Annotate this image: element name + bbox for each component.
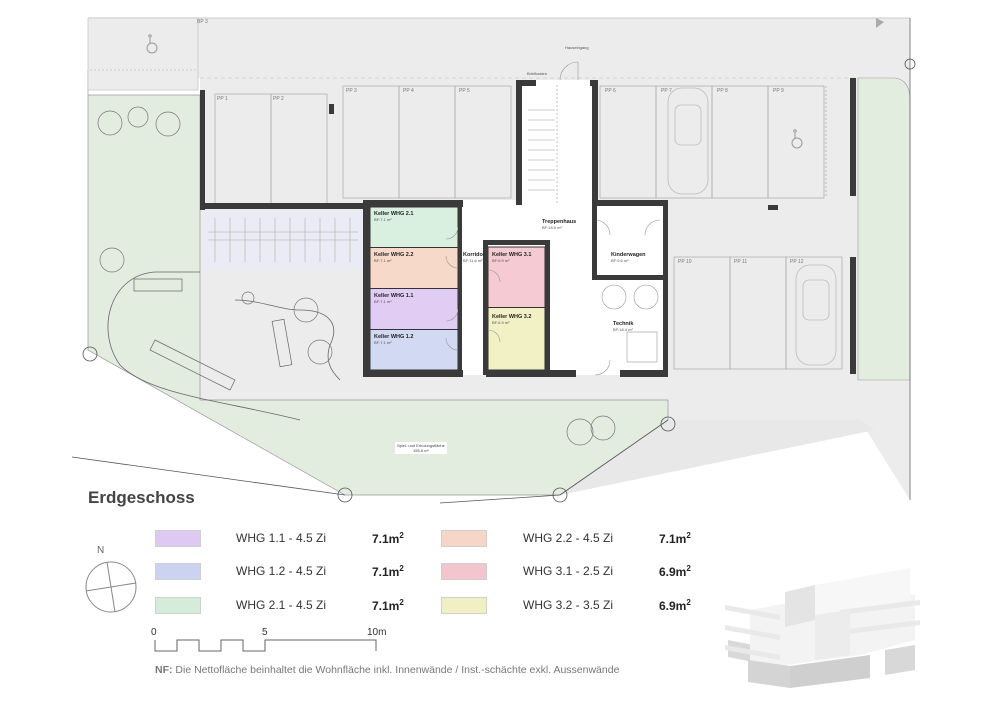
legend-swatch	[155, 563, 201, 580]
compass: N	[83, 545, 143, 617]
parking-label-pp4: PP 4	[403, 88, 414, 94]
room-keller-whg-2-1: Keller WHG 2.1 BF:7.1 m²	[374, 211, 414, 222]
parking-label-pp9: PP 9	[773, 88, 784, 94]
parking-label-pp12: PP 12	[790, 259, 804, 265]
parking-label-pp7: PP 7	[661, 88, 672, 94]
room-keller-whg-3-1: Keller WHG 3.1 BF:6.9 m²	[492, 252, 532, 263]
floor-title: Erdgeschoss	[88, 488, 195, 507]
floor-plan: BP 3 PP 1 PP 2 PP 3 PP 4 PP 5 PP 6 PP 7 …	[71, 17, 916, 504]
room-technik: Technik BF:18.4 m²	[613, 321, 634, 332]
parking-label-pp10: PP 10	[678, 259, 692, 265]
room-keller-whg-1-1: Keller WHG 1.1 BF:7.1 m²	[374, 293, 414, 304]
parking-label-pp2: PP 2	[273, 96, 284, 102]
parking-label-pp3: PP 3	[346, 88, 357, 94]
parking-label-pp6: PP 6	[605, 88, 616, 94]
compass-icon	[85, 561, 137, 613]
building-3d-thumbnail	[725, 568, 920, 688]
parking-label-pp11: PP 11	[734, 259, 748, 265]
parking-label-bp3: BP 3	[197, 19, 208, 25]
floor-plan-drawing	[71, 17, 916, 504]
legend-swatch	[155, 597, 201, 614]
compass-north-label: N	[97, 545, 105, 556]
room-korridor: Korridor BF:11.6 m²	[463, 252, 485, 263]
scale-bar-graphic	[154, 639, 377, 652]
net-area-note: NF: Die Nettofläche beinhaltet die Wohnf…	[155, 664, 620, 676]
room-treppenhaus: Treppenhaus BF:18.5 m²	[542, 219, 577, 230]
parking-label-pp5: PP 5	[459, 88, 470, 94]
parking-label-pp1: PP 1	[217, 96, 228, 102]
entrance-label: Hauseingang	[565, 45, 589, 50]
playground-label: Spiel- und Erholungsfläche 155.8 m²	[395, 442, 447, 454]
room-kinderwagen: Kinderwagen BF:9.6 m²	[611, 252, 646, 263]
room-keller-whg-3-2: Keller WHG 3.2 BF:6.9 m²	[492, 314, 532, 325]
legend-swatch	[155, 530, 201, 547]
parking-label-pp8: PP 8	[717, 88, 728, 94]
legend-swatch	[441, 563, 487, 580]
mailbox-label: Briefkasten	[527, 71, 548, 76]
room-keller-whg-2-2: Keller WHG 2.2 BF:7.1 m²	[374, 252, 414, 263]
legend-swatch	[441, 530, 487, 547]
room-keller-whg-1-2: Keller WHG 1.2 BF:7.1 m²	[374, 334, 414, 345]
legend-swatch	[441, 597, 487, 614]
